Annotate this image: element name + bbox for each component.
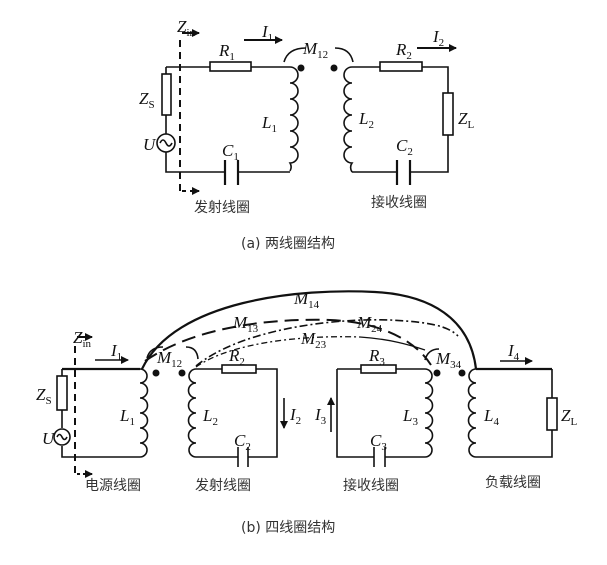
m23-arc-right xyxy=(359,336,426,351)
resistor-r2 xyxy=(379,61,423,72)
polarity-dot-1 xyxy=(297,64,305,72)
receive-wire xyxy=(336,368,425,458)
transmit-coil-circuit xyxy=(156,29,299,195)
label-l1: L1 xyxy=(261,113,277,135)
load-coil-circuit xyxy=(467,357,558,458)
label-m24: M24 xyxy=(356,313,383,335)
m23-arc-left xyxy=(195,336,361,368)
label-zl: ZL xyxy=(458,109,474,131)
label-r2: R2 xyxy=(228,346,245,368)
label-r1: R1 xyxy=(218,41,235,63)
label-zs: ZS xyxy=(36,385,52,407)
receive-coil-circuit xyxy=(343,44,457,185)
impedance-zl xyxy=(546,397,558,431)
label-m34: M34 xyxy=(435,349,462,371)
resistor-r3 xyxy=(360,364,397,374)
m12-arc-right xyxy=(185,346,199,360)
label-r3: R3 xyxy=(368,346,385,368)
impedance-zs xyxy=(56,375,68,411)
label-l2: L2 xyxy=(202,406,218,428)
label-zin: Zin xyxy=(177,17,196,39)
label-i1: I1 xyxy=(261,22,273,44)
caption-a: (a) 两线圈结构 xyxy=(241,236,335,252)
figure-b-four-coil: Zin I1 M12 M14 M13 M24 M23 M34 R2 R3 I2 … xyxy=(36,289,577,536)
label-c2: C2 xyxy=(234,431,251,453)
figure-a-two-coil: Zin R1 I1 M12 R2 I2 ZS L1 U C1 L2 C2 ZL … xyxy=(139,17,474,252)
coil-name-transmit: 发射线圈 xyxy=(195,478,251,494)
label-m12: M12 xyxy=(156,348,182,370)
label-r2: R2 xyxy=(395,40,412,62)
label-i1: I1 xyxy=(110,341,122,363)
caption-b: (b) 四线圈结构 xyxy=(241,520,335,536)
label-i2: I2 xyxy=(432,27,444,49)
impedance-zs xyxy=(161,73,172,116)
coil-name-receive: 接收线圈 xyxy=(371,194,427,211)
polarity-dot-1 xyxy=(152,369,160,377)
polarity-dot-2 xyxy=(178,369,186,377)
label-c3: C3 xyxy=(370,431,387,453)
coil-name-transmit: 发射线圈 xyxy=(194,200,250,216)
inductor-l2 xyxy=(187,368,197,458)
m12-arc-right xyxy=(334,47,354,63)
ac-source-u xyxy=(156,133,176,153)
inductor-l4 xyxy=(467,368,477,458)
load-wire xyxy=(476,369,553,458)
coil-name-source: 电源线圈 xyxy=(85,478,141,494)
coil-name-receive: 接收线圈 xyxy=(343,477,399,494)
resistor-r2 xyxy=(221,364,257,374)
label-u: U xyxy=(143,135,157,154)
inductor-l1 xyxy=(288,66,299,172)
inductor-l3 xyxy=(424,368,434,458)
label-i4: I4 xyxy=(507,341,520,363)
label-zs: ZS xyxy=(139,89,155,111)
label-m12: M12 xyxy=(302,39,328,61)
m12-arc-left xyxy=(283,47,307,63)
bottom-wire xyxy=(165,115,290,173)
receive-coil-circuit xyxy=(327,364,434,467)
label-zin: Zin xyxy=(73,328,92,350)
label-i2: I2 xyxy=(289,405,301,427)
ac-source-u xyxy=(53,428,71,446)
label-l2: L2 xyxy=(358,109,374,131)
polarity-dot-2 xyxy=(330,64,338,72)
label-u: U xyxy=(42,429,56,448)
coil-name-load: 负载线圈 xyxy=(485,475,541,491)
label-m13: M13 xyxy=(232,313,259,335)
resistor-r1 xyxy=(209,61,252,72)
label-l1: L1 xyxy=(119,406,135,428)
sine-wave-icon xyxy=(159,139,173,147)
polarity-dot-3 xyxy=(433,369,441,377)
label-l4: L4 xyxy=(483,406,499,428)
inductor-l1 xyxy=(139,368,149,458)
m13-arc xyxy=(144,318,432,366)
receive-wire xyxy=(352,66,449,173)
transmit-coil-circuit xyxy=(187,364,288,467)
label-c1: C1 xyxy=(222,141,239,163)
label-l3: L3 xyxy=(402,406,418,428)
m34-arc-left xyxy=(424,348,440,361)
m12-arc-left xyxy=(146,346,164,359)
m14-arc xyxy=(141,290,478,370)
transmit-wire xyxy=(196,368,278,458)
source-wire xyxy=(61,369,140,458)
label-m23: M23 xyxy=(300,329,327,351)
source-coil-circuit xyxy=(53,333,149,478)
sine-wave-icon xyxy=(56,433,68,441)
inductor-l2 xyxy=(343,66,354,173)
label-m14: M14 xyxy=(293,289,320,311)
label-zl: ZL xyxy=(561,406,577,428)
m24-arc xyxy=(195,318,459,367)
polarity-dot-4 xyxy=(458,369,466,377)
impedance-zl xyxy=(442,92,454,136)
label-c2: C2 xyxy=(396,136,413,158)
label-i3: I3 xyxy=(314,405,327,427)
